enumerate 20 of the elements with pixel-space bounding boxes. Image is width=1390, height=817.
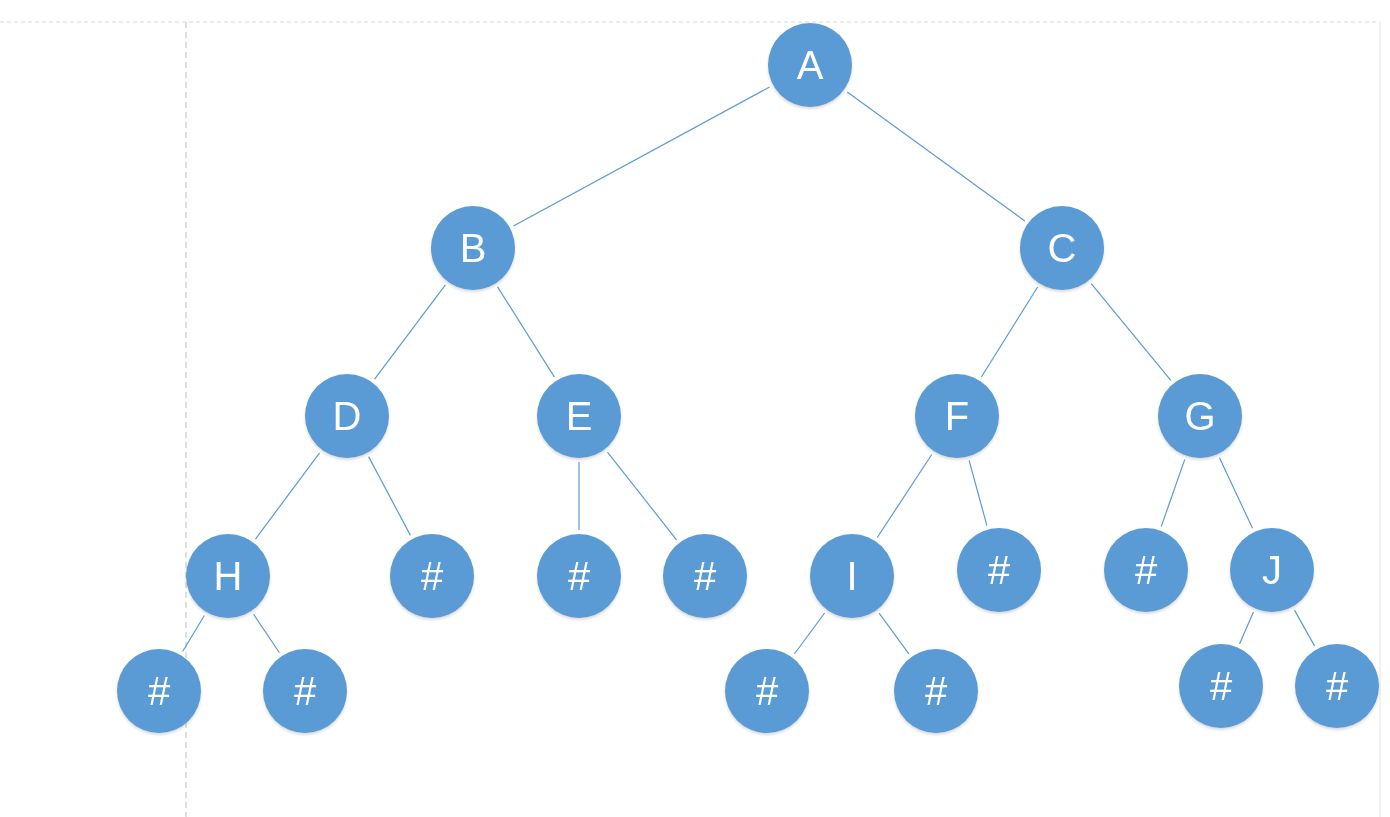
tree-edge-line — [496, 286, 556, 378]
tree-edge-line — [878, 612, 910, 655]
tree-edge-line — [980, 286, 1039, 378]
tree-edge-line — [1160, 458, 1186, 528]
tree-edge-line — [254, 452, 321, 540]
tree-edge-line — [606, 451, 678, 541]
tree-edge-line — [512, 86, 771, 227]
tree-edge-line — [846, 91, 1026, 222]
tree-edge-line — [578, 461, 580, 531]
tree-edge-line — [367, 456, 412, 536]
tree-edge-line — [793, 612, 826, 655]
tree-edge-line — [968, 459, 988, 527]
tree-edge-line — [1090, 282, 1172, 382]
tree-edge-line — [182, 614, 205, 653]
tree-edge-line — [253, 613, 280, 654]
tree-edge-line — [1238, 611, 1255, 645]
tree-edge-line — [374, 284, 446, 380]
tree-edge-line — [1293, 609, 1316, 647]
tree-edge-line — [1218, 457, 1254, 529]
tree-edge-line — [876, 453, 933, 539]
